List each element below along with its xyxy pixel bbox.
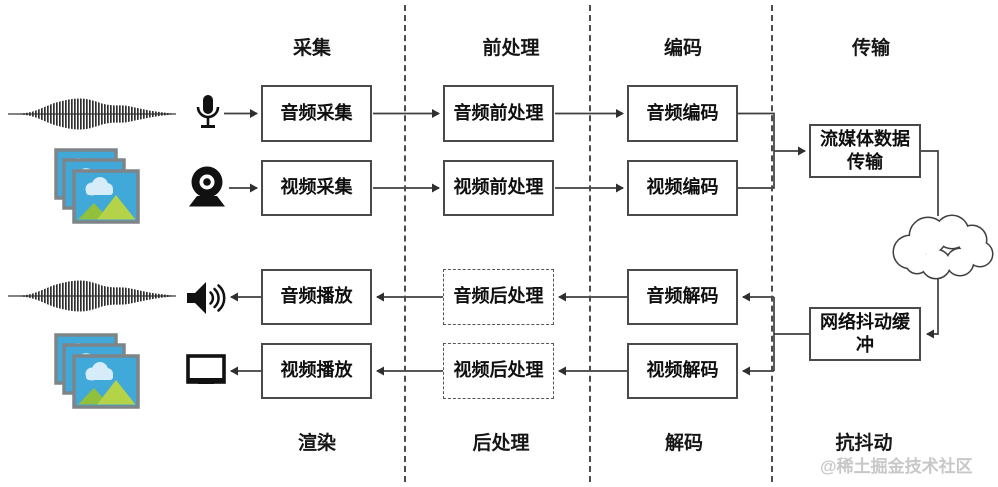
- stage-label-render: 渲染: [297, 433, 337, 454]
- speaker-icon: [186, 280, 228, 321]
- node-audio-encode: 音频编码: [627, 85, 738, 142]
- photo-mountain-light: [97, 195, 136, 220]
- webcam-icon: [187, 165, 227, 214]
- image-stack-icon: [52, 148, 140, 229]
- audio-waveform-icon: [8, 277, 176, 320]
- column-divider-3: [771, 5, 773, 482]
- stage-label-decode: 解码: [664, 433, 704, 454]
- stage-label-transport: 传输: [851, 38, 891, 59]
- encode-merge-line: [738, 112, 775, 189]
- node-video-play: 视频播放: [261, 343, 372, 399]
- node-audio-decode: 音频解码: [627, 269, 738, 325]
- node-video-preprocess: 视频前处理: [443, 160, 554, 216]
- node-video-capture: 视频采集: [261, 160, 372, 216]
- cloud-icon: [884, 206, 998, 285]
- stage-label-postprocess: 后处理: [472, 433, 530, 454]
- stage-label-capture: 采集: [292, 38, 332, 59]
- column-divider-1: [404, 5, 406, 482]
- node-audio-preprocess: 音频前处理: [443, 85, 554, 142]
- watermark: @稀土掘金技术社区: [820, 457, 973, 476]
- stage-label-antijitter: 抗抖动: [835, 433, 893, 454]
- image-stack-icon: [52, 333, 140, 414]
- node-jitter-buffer: 网络抖动缓冲: [809, 307, 921, 361]
- microphone-icon: [194, 94, 222, 139]
- stage-label-encode: 编码: [663, 38, 703, 59]
- stage-label-preprocess: 前处理: [482, 38, 540, 59]
- column-divider-2: [589, 5, 591, 482]
- node-video-decode: 视频解码: [627, 343, 738, 399]
- node-audio-postprocess: 音频后处理: [443, 269, 554, 325]
- monitor-icon: [186, 354, 226, 395]
- node-stream-transfer: 流媒体数据传输: [809, 124, 921, 178]
- node-video-encode: 视频编码: [627, 160, 738, 216]
- node-audio-play: 音频播放: [261, 269, 372, 325]
- audio-waveform-icon: [8, 95, 176, 138]
- node-video-postprocess: 视频后处理: [443, 343, 554, 399]
- node-audio-capture: 音频采集: [261, 85, 372, 142]
- photo-cloud: [85, 177, 113, 196]
